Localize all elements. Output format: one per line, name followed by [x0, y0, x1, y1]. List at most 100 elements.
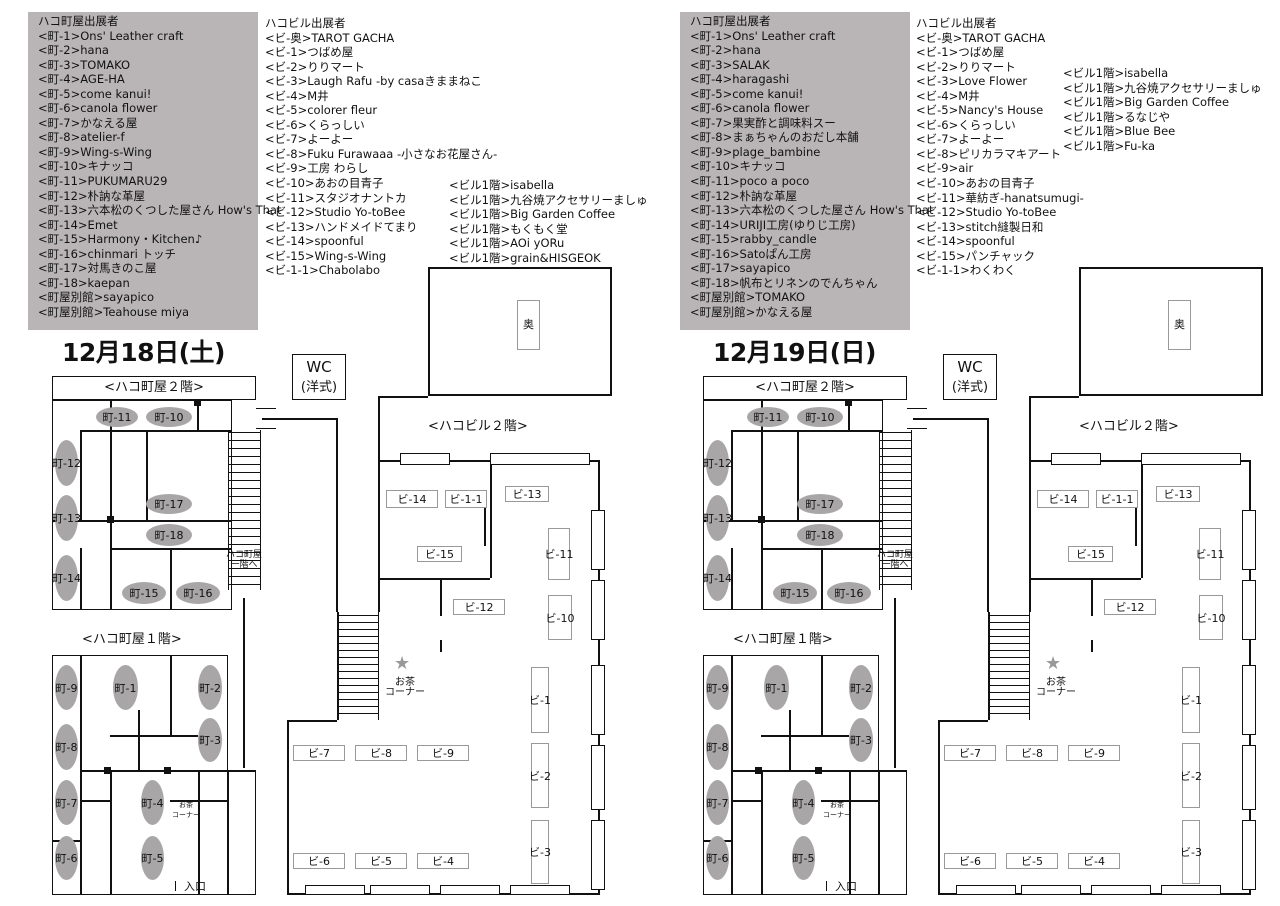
wall	[848, 400, 850, 430]
stall-ビ-1[interactable]: ビ-1	[1180, 667, 1202, 733]
stall-町-11[interactable]: 町-11	[96, 407, 138, 427]
stall-町-4[interactable]: 町-4	[792, 780, 815, 825]
machiya-exhibitor-panel	[28, 12, 258, 330]
stall-町-13[interactable]: 町-13	[703, 495, 732, 541]
exhibitor-item: <町-7>かなえる屋	[38, 115, 138, 130]
corridor-wall	[907, 408, 927, 409]
machiya-exhibitor-list: ハコ町屋出展者<町-1>Ons' Leather craft<町-2>hana<…	[38, 14, 281, 319]
stall-ビ-2[interactable]: ビ-2	[529, 743, 551, 808]
stair-step	[879, 480, 911, 481]
stall-町-9[interactable]: 町-9	[55, 665, 78, 710]
building-list-heading: ハコビル出展者	[916, 16, 997, 30]
stall-町-12[interactable]: 町-12	[52, 440, 81, 486]
stall-ビ-10[interactable]: ビ-10	[1197, 595, 1225, 640]
exhibitor-item: <ビ-12>Studio Yo-toBee	[916, 205, 1057, 220]
stall-ビ-4[interactable]: ビ-4	[1068, 853, 1120, 869]
stall-ビ-8[interactable]: ビ-8	[355, 745, 407, 761]
corridor-line	[243, 598, 245, 768]
stall-町-3[interactable]: 町-3	[198, 718, 222, 762]
stall-ビ-6[interactable]: ビ-6	[944, 853, 996, 869]
stall-ビ-7[interactable]: ビ-7	[293, 745, 345, 761]
stall-町-7[interactable]: 町-7	[55, 780, 78, 825]
stall-ビ-13[interactable]: ビ-13	[1156, 486, 1200, 502]
corridor-wall	[256, 408, 276, 409]
stall-ビ-1-1[interactable]: ビ-1-1	[1096, 490, 1138, 508]
stall-ビ-2[interactable]: ビ-2	[1180, 743, 1202, 808]
stall-町-10[interactable]: 町-10	[146, 407, 192, 427]
stall-町-15[interactable]: 町-15	[122, 582, 166, 604]
stall-ビ-3[interactable]: ビ-3	[529, 820, 551, 884]
stall-町-18[interactable]: 町-18	[797, 524, 843, 546]
machiya-1f-outline	[52, 655, 228, 895]
stall-ビ-14[interactable]: ビ-14	[386, 490, 438, 508]
stall-町-10[interactable]: 町-10	[797, 407, 843, 427]
stall-町-12[interactable]: 町-12	[703, 440, 732, 486]
stall-ビ-6[interactable]: ビ-6	[293, 853, 345, 869]
stall-ビ-8[interactable]: ビ-8	[1006, 745, 1058, 761]
machiya-1f-heading: <ハコ町屋１階>	[82, 632, 182, 647]
exhibitor-item: <町-5>come kanui!	[38, 86, 152, 101]
building-2f-heading: <ハコビル２階>	[1079, 419, 1179, 434]
stall-町-15[interactable]: 町-15	[773, 582, 817, 604]
stall-ビ-5[interactable]: ビ-5	[355, 853, 407, 869]
stall-町-8[interactable]: 町-8	[55, 724, 78, 770]
stall-町-2[interactable]: 町-2	[198, 665, 222, 710]
stall-町-7[interactable]: 町-7	[706, 780, 729, 825]
wall	[378, 460, 598, 462]
stair-step	[337, 629, 378, 630]
stall-ビ-15[interactable]: ビ-15	[1068, 546, 1113, 562]
exhibitor-item: <ビ-7>よーよー	[916, 132, 1005, 147]
stall-ビ-11[interactable]: ビ-11	[1196, 528, 1224, 580]
stall-町-16[interactable]: 町-16	[176, 582, 220, 604]
exhibitor-item: <ビ-8>ピリカラマキアート	[916, 146, 1062, 161]
stall-町-16[interactable]: 町-16	[827, 582, 871, 604]
stall-町-9[interactable]: 町-9	[706, 665, 729, 710]
stall-町-17[interactable]: 町-17	[797, 494, 843, 514]
window	[1021, 885, 1081, 895]
stall-ビ-7[interactable]: ビ-7	[944, 745, 996, 761]
stall-町-1[interactable]: 町-1	[113, 665, 138, 710]
stall-ビ-11[interactable]: ビ-11	[545, 528, 573, 580]
stair-step	[337, 699, 378, 700]
stair-step	[988, 615, 1029, 616]
stall-町-2[interactable]: 町-2	[849, 665, 873, 710]
stall-ビ-13[interactable]: ビ-13	[505, 486, 549, 502]
stall-ビ-3[interactable]: ビ-3	[1180, 820, 1202, 884]
corridor-wall	[913, 418, 988, 420]
stall-町-6[interactable]: 町-6	[706, 836, 729, 880]
stair-step	[228, 440, 260, 441]
stall-ビ-10[interactable]: ビ-10	[546, 595, 574, 640]
stall-町-18[interactable]: 町-18	[146, 524, 192, 546]
exhibitor-item: <町-14>URIJI工房(ゆりじ工房)	[690, 217, 856, 232]
stall-ビ-15[interactable]: ビ-15	[417, 546, 462, 562]
wall	[110, 520, 232, 522]
stall-ビ-1-1[interactable]: ビ-1-1	[445, 490, 487, 508]
stall-町-13[interactable]: 町-13	[52, 495, 81, 541]
stall-町-11[interactable]: 町-11	[747, 407, 789, 427]
exhibitor-item: <ビル1階>Blue Bee	[1063, 124, 1176, 139]
stall-ビ-12[interactable]: ビ-12	[453, 599, 505, 615]
stall-町-8[interactable]: 町-8	[706, 724, 729, 770]
stall-町-3[interactable]: 町-3	[849, 718, 873, 762]
stall-ビ-1[interactable]: ビ-1	[529, 667, 551, 733]
wall	[1029, 396, 1079, 398]
stall-ビ-12[interactable]: ビ-12	[1104, 599, 1156, 615]
stall-町-1[interactable]: 町-1	[764, 665, 789, 710]
stall-町-4[interactable]: 町-4	[141, 780, 164, 825]
stall-ビ-9[interactable]: ビ-9	[1068, 745, 1120, 761]
stall-町-5[interactable]: 町-5	[792, 836, 815, 880]
stall-町-14[interactable]: 町-14	[52, 555, 81, 601]
stall-町-14[interactable]: 町-14	[703, 555, 732, 601]
stall-ビ-5[interactable]: ビ-5	[1006, 853, 1058, 869]
stair-step	[337, 692, 378, 693]
stair-step	[228, 432, 260, 433]
stall-ビ-14[interactable]: ビ-14	[1037, 490, 1089, 508]
stall-ビ-4[interactable]: ビ-4	[417, 853, 469, 869]
door	[484, 500, 486, 546]
wall	[170, 655, 172, 735]
stall-町-5[interactable]: 町-5	[141, 836, 164, 880]
machiya-1f-outline	[703, 655, 879, 895]
stall-町-17[interactable]: 町-17	[146, 494, 192, 514]
stall-ビ-9[interactable]: ビ-9	[417, 745, 469, 761]
stall-町-6[interactable]: 町-6	[55, 836, 78, 880]
